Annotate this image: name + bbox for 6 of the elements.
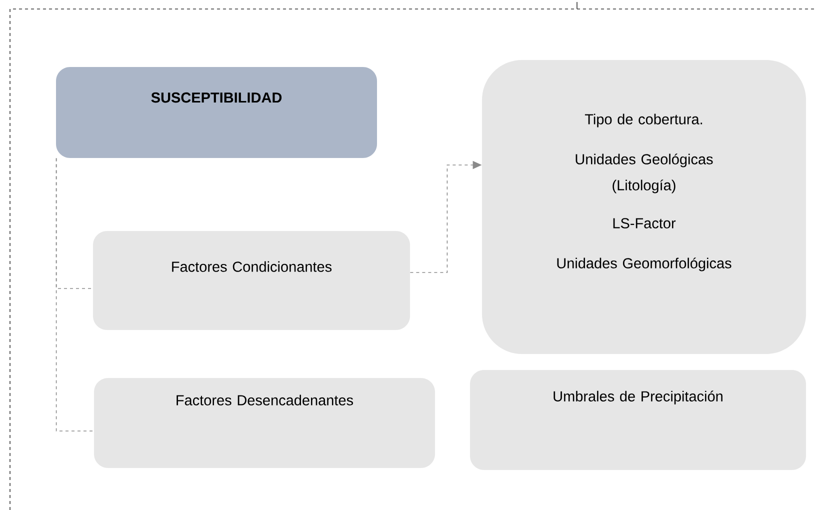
category-box: Factores Condicionantes [93, 231, 410, 330]
list-box: Tipo de cobertura. Unidades Geológicas (Litología) LS-Factor Unidades Geomorfológicas [482, 60, 806, 354]
connector [56, 158, 94, 432]
title-box: SUSCEPTIBILIDAD [56, 67, 377, 158]
category-box: Factores Desencadenantes [94, 378, 435, 468]
category-box: Umbrales de Precipitación [470, 370, 806, 470]
